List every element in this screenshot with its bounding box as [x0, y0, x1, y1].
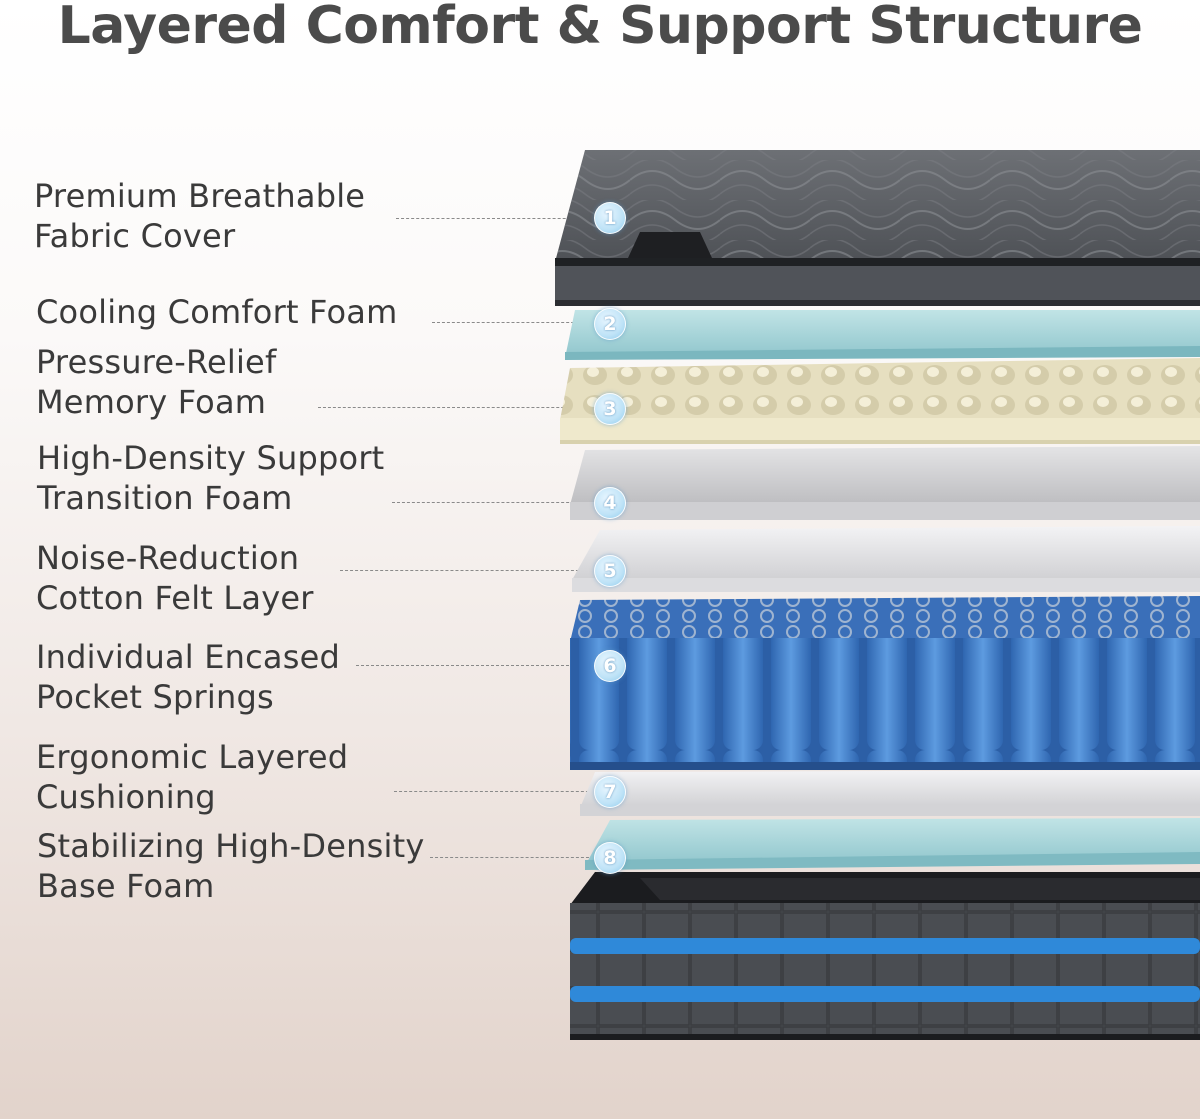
- layer-number-badge-8: 8: [594, 842, 626, 874]
- layer-label-6-line-2: Pocket Springs: [36, 678, 274, 716]
- layer-label-7-line-2: Cushioning: [36, 778, 216, 816]
- leader-line-3: [318, 407, 594, 408]
- layer-label-3-line-1: Pressure-Relief: [36, 343, 277, 381]
- layer-label-2: Cooling Comfort Foam: [36, 292, 397, 332]
- layer-label-8: Stabilizing High-Density Base Foam: [37, 826, 424, 906]
- layer-label-4-line-2: Transition Foam: [37, 479, 293, 517]
- layer-label-3-line-2: Memory Foam: [36, 383, 267, 421]
- layer-label-6-line-1: Individual Encased: [36, 638, 340, 676]
- layer-label-7-line-1: Ergonomic Layered: [36, 738, 349, 776]
- page-title: Layered Comfort & Support Structure: [57, 0, 1143, 56]
- leader-line-4: [392, 502, 594, 503]
- layer-label-3: Pressure-Relief Memory Foam: [36, 342, 276, 422]
- layer-label-5-line-2: Cotton Felt Layer: [36, 579, 314, 617]
- layer-number-badge-7: 7: [594, 776, 626, 808]
- layer-label-1-line-1: Premium Breathable: [34, 177, 366, 215]
- leader-line-2: [432, 322, 594, 323]
- layer-number-badge-2: 2: [594, 308, 626, 340]
- layer-label-7: Ergonomic Layered Cushioning: [36, 737, 348, 817]
- layer-label-6: Individual Encased Pocket Springs: [36, 637, 340, 717]
- layer-number-badge-1: 1: [594, 202, 626, 234]
- layer-number-badge-3: 3: [594, 393, 626, 425]
- layer-label-4: High-Density Support Transition Foam: [37, 438, 384, 518]
- leader-line-1: [396, 218, 596, 219]
- leader-line-6: [356, 665, 594, 666]
- layer-label-5-line-1: Noise-Reduction: [36, 539, 300, 577]
- layer-number-badge-4: 4: [594, 487, 626, 519]
- layer-number-badge-5: 5: [594, 555, 626, 587]
- leader-line-7: [394, 791, 594, 792]
- layer-label-2-line-1: Cooling Comfort Foam: [36, 293, 398, 331]
- layer-number-badge-6: 6: [594, 650, 626, 682]
- layer-label-1-line-2: Fabric Cover: [34, 217, 236, 255]
- layer-label-8-line-2: Base Foam: [37, 867, 215, 905]
- leader-line-8: [430, 857, 594, 858]
- leader-line-5: [340, 570, 594, 571]
- layer-label-4-line-1: High-Density Support: [37, 439, 385, 477]
- layer-label-5: Noise-Reduction Cotton Felt Layer: [36, 538, 314, 618]
- layer-label-8-line-1: Stabilizing High-Density: [37, 827, 425, 865]
- layer-label-1: Premium Breathable Fabric Cover: [34, 176, 365, 256]
